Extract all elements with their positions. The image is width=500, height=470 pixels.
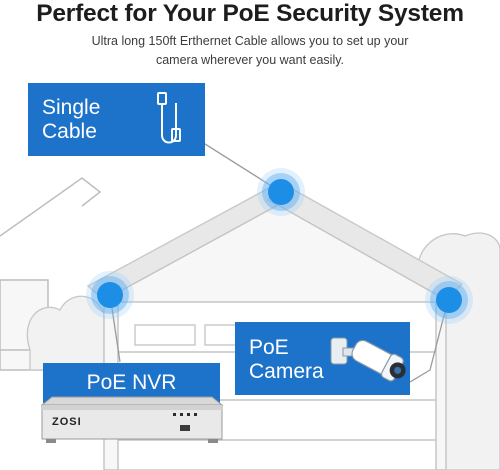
single-cable-panel: Single Cable: [28, 83, 205, 156]
poe-camera-line1: PoE: [249, 336, 289, 359]
nvr-recorder-icon: ZOSI: [40, 396, 224, 443]
ethernet-cable-icon: [157, 92, 181, 144]
right-corner-node: [436, 287, 462, 313]
subtitle: Ultra long 150ft Erthernet Cable allows …: [91, 34, 409, 67]
roof-peak-node: [268, 179, 294, 205]
single-cable-line1: Single: [42, 96, 101, 119]
poe-camera-label: PoE Camera: [249, 336, 324, 384]
nvr-brand-text: ZOSI: [52, 416, 82, 428]
single-cable-label: Single Cable: [42, 96, 100, 144]
poe-nvr-label: PoE NVR: [86, 371, 177, 394]
page-title: Perfect for Your PoE Security System: [36, 0, 464, 27]
left-corner-node: [97, 282, 123, 308]
single-cable-line2: Cable: [42, 120, 97, 143]
bullet-camera-icon: [330, 337, 406, 382]
poe-camera-panel: PoE Camera: [235, 322, 410, 395]
poe-camera-line2: Camera: [249, 360, 324, 383]
poe-nvr-panel: PoE NVR: [43, 363, 220, 403]
